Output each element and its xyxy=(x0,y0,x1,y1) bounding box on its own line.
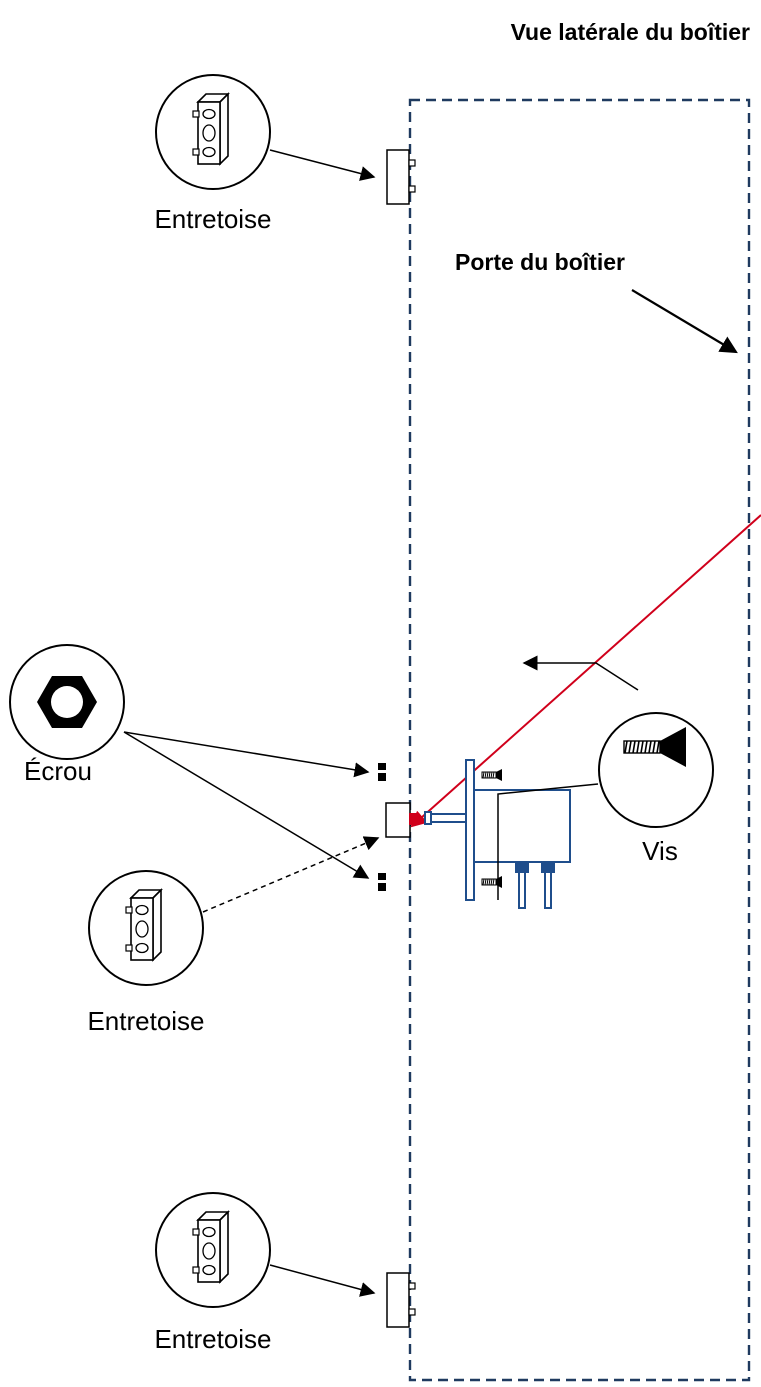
spacer-top-arrow xyxy=(269,149,376,181)
hex-nut-hole-icon xyxy=(51,686,83,718)
spacer-bottom-arrow xyxy=(269,1264,376,1297)
screw-icon-circle xyxy=(598,712,714,828)
spacer-mid-icon xyxy=(125,889,162,961)
screw-arrow-lower xyxy=(497,783,599,900)
spacer-bottom-icon xyxy=(192,1211,229,1283)
screw-lower xyxy=(481,875,503,889)
spacer-mid-callout: Entretoise xyxy=(87,836,380,1036)
door-label: Porte du boîtier xyxy=(455,249,625,275)
nut-callout: Écrou xyxy=(9,644,370,879)
door-spacer-middle-tip xyxy=(409,813,417,825)
nut-label: Écrou xyxy=(24,756,92,786)
screw-icon xyxy=(623,727,686,767)
spacer-bottom-callout: Entretoise xyxy=(154,1192,376,1354)
screw-arrow-upper xyxy=(522,655,639,691)
spacer-top-icon xyxy=(192,93,229,165)
diagram-title: Vue latérale du boîtier xyxy=(511,19,750,45)
nut-lower xyxy=(378,873,386,891)
bracket-pin-right-head xyxy=(541,861,555,873)
door-label-arrow xyxy=(631,289,738,354)
bracket-assembly xyxy=(424,759,571,909)
spacer-bottom-label: Entretoise xyxy=(154,1324,271,1354)
spacer-mid-arrow xyxy=(202,836,380,913)
spacer-top-label: Entretoise xyxy=(154,204,271,234)
enclosure-outline xyxy=(408,98,751,1382)
bracket-pin-left-head xyxy=(515,861,529,873)
bracket-shaft-end xyxy=(424,811,432,825)
nut-arrow-lower xyxy=(123,731,370,879)
screw-upper xyxy=(481,768,503,782)
spacer-top-callout: Entretoise xyxy=(154,74,376,234)
nut-upper xyxy=(378,763,386,781)
screw-label: Vis xyxy=(642,836,678,866)
nut-arrow-upper xyxy=(123,731,370,778)
bracket-body xyxy=(474,789,571,863)
spacer-mid-label: Entretoise xyxy=(87,1006,204,1036)
bracket-plate xyxy=(465,759,475,901)
door-spacer-middle xyxy=(385,802,411,838)
screw-callout: Vis xyxy=(497,655,714,900)
